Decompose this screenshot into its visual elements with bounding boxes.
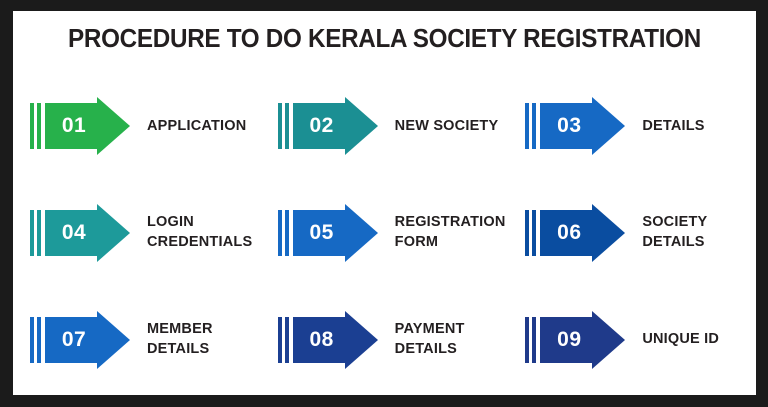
step-label: PAYMENT DETAILS (394, 321, 465, 357)
step-accent-bars (277, 316, 289, 363)
step-accent-bars (525, 209, 537, 256)
step-accent-bar (30, 103, 34, 150)
step-arrow-icon: 09 (540, 310, 626, 369)
step-label: SOCIETY DETAILS (642, 214, 708, 250)
step-arrow-body (540, 209, 599, 256)
step-arrow-head (592, 97, 626, 156)
step-arrow-icon: 06 (540, 203, 626, 262)
step-number: 04 (61, 220, 87, 244)
step-arrow-head (97, 97, 130, 156)
step-number: 01 (61, 114, 87, 138)
step-number: 07 (61, 327, 87, 351)
step-arrow-head (97, 203, 130, 262)
step-number: 09 (557, 327, 582, 351)
step-accent-bars (525, 103, 537, 150)
step-arrow-head (97, 310, 130, 369)
step-number: 03 (557, 114, 582, 138)
step-accent-bar (30, 209, 34, 256)
page-title: PROCEDURE TO DO KERALA SOCIETY REGISTRAT… (68, 25, 701, 53)
step-accent-bar (277, 209, 282, 256)
step-accent-bar (532, 103, 537, 150)
step-accent-bar (277, 103, 282, 150)
step-item: 08 PAYMENT DETAILS (261, 286, 509, 393)
step-arrow-icon: 01 (45, 97, 130, 156)
step-accent-bars (30, 316, 41, 363)
step-arrow-body (292, 316, 351, 363)
step-label: MEMBER DETAILS (147, 321, 213, 357)
step-accent-bars (277, 209, 289, 256)
step-arrow-body (45, 103, 103, 150)
step-number: 05 (309, 220, 334, 244)
step-arrow-icon: 05 (292, 203, 378, 262)
step-accent-bar (277, 316, 282, 363)
step-label: NEW SOCIETY (394, 117, 499, 134)
step-label: LOGIN CREDENTIALS (147, 214, 253, 250)
step-arrow-head (344, 310, 378, 369)
step-item: 09 UNIQUE ID (508, 286, 756, 393)
step-number: 02 (309, 114, 334, 138)
step-arrow-icon: 07 (45, 310, 130, 369)
step-number: 06 (557, 220, 582, 244)
step-item: 05 REGISTRATION FORM (261, 180, 509, 287)
step-item: 02 NEW SOCIETY (261, 73, 509, 180)
step-accent-bar (284, 316, 289, 363)
step-arrow-body (540, 103, 599, 150)
step-arrow-head (592, 203, 626, 262)
step-accent-bar (284, 209, 289, 256)
step-number: 08 (309, 327, 334, 351)
step-accent-bar (532, 209, 537, 256)
step-item: 04 LOGIN CREDENTIALS (13, 180, 261, 287)
step-accent-bars (525, 316, 537, 363)
step-arrow-icon: 08 (292, 310, 378, 369)
step-accent-bar (525, 103, 530, 150)
step-accent-bars (277, 103, 289, 150)
step-accent-bar (284, 103, 289, 150)
step-arrow-head (344, 97, 378, 156)
step-arrow-body (45, 316, 103, 363)
infographic-canvas: PROCEDURE TO DO KERALA SOCIETY REGISTRAT… (13, 11, 756, 395)
step-arrow-body (45, 209, 103, 256)
step-item: 01 APPLICATION (13, 73, 261, 180)
step-label: UNIQUE ID (642, 330, 720, 347)
step-accent-bars (30, 103, 41, 150)
step-label: REGISTRATION FORM (394, 214, 506, 250)
step-accent-bar (30, 316, 34, 363)
step-accent-bar (525, 316, 530, 363)
step-arrow-icon: 02 (292, 97, 378, 156)
step-arrow-icon: 03 (540, 97, 626, 156)
step-arrow-body (292, 103, 351, 150)
step-arrow-body (540, 316, 599, 363)
step-item: 06 SOCIETY DETAILS (508, 180, 756, 287)
step-label: DETAILS (642, 117, 705, 134)
step-accent-bar (532, 316, 537, 363)
step-accent-bar (37, 103, 41, 150)
step-accent-bar (37, 316, 41, 363)
step-label: APPLICATION (147, 117, 247, 134)
step-item: 03 DETAILS (508, 73, 756, 180)
step-arrow-body (292, 209, 351, 256)
step-arrow-icon: 04 (45, 203, 130, 262)
step-arrow-head (344, 203, 378, 262)
step-accent-bar (525, 209, 530, 256)
steps-grid: 01 APPLICATION 02 NEW SOCIETY 03 DETAILS 04 LOG… (13, 73, 756, 393)
step-accent-bars (30, 209, 41, 256)
step-accent-bar (37, 209, 41, 256)
step-item: 07 MEMBER DETAILS (13, 286, 261, 393)
step-arrow-head (592, 310, 626, 369)
